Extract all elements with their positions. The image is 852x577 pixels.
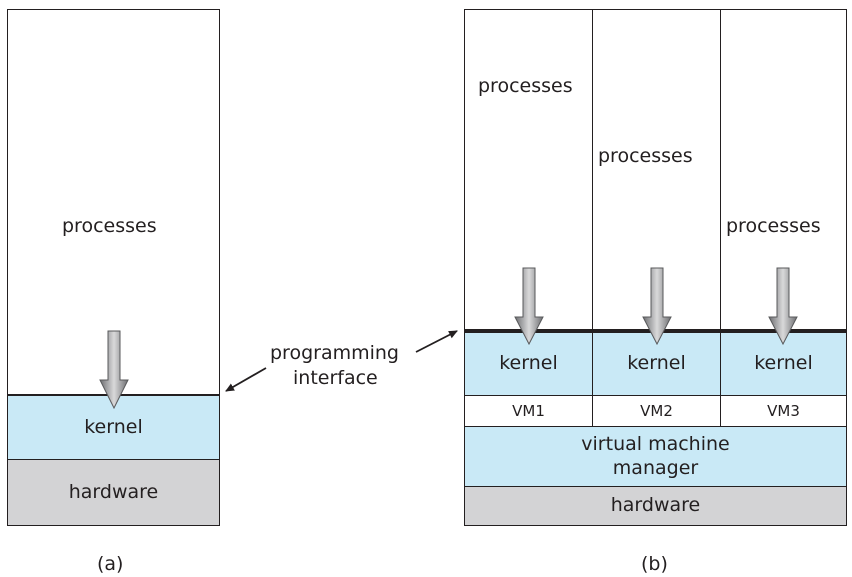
- diagram-b-processes-label-2: processes: [598, 145, 693, 167]
- programming-interface-label-line2: interface: [293, 367, 378, 389]
- diagram-b-vm-3: VM3: [720, 395, 847, 427]
- diagram-a-kernel-label: kernel: [84, 415, 143, 438]
- diagram-b-column-divider-1: [592, 9, 593, 329]
- diagram-b-hardware-label: hardware: [610, 494, 701, 517]
- diagram-b-vm-2: VM2: [592, 395, 721, 427]
- diagram-b-hardware-layer: hardware: [464, 486, 847, 526]
- diagram-b-column-divider-2: [720, 9, 721, 329]
- diagram-b-processes-label-1: processes: [478, 75, 573, 97]
- diagram-b-vm-label-1: VM1: [512, 401, 545, 420]
- diagram-b-kernel-2: kernel: [592, 329, 721, 396]
- diagram-b-vmm-label-line2: manager: [612, 456, 699, 479]
- diagram-b-processes-label-3: processes: [726, 215, 821, 237]
- diagram-b-vm-label-2: VM2: [640, 401, 673, 420]
- diagram-b-vm-1: VM1: [464, 395, 593, 427]
- diagram-b-vm-label-3: VM3: [767, 401, 800, 420]
- diagram-a-hardware-layer: hardware: [7, 459, 220, 526]
- diagram-a-caption: (a): [97, 553, 124, 575]
- diagram-a-processes-label: processes: [62, 215, 157, 237]
- programming-interface-label-line1: programming: [270, 342, 399, 364]
- pointer-arrow-icon: [225, 367, 267, 392]
- diagram-a-hardware-label: hardware: [68, 480, 159, 503]
- diagram-b-vmm-layer: virtual machine manager: [464, 426, 847, 487]
- down-arrow-icon: [768, 267, 798, 346]
- pointer-arrow-icon: [415, 330, 458, 353]
- down-arrow-icon: [642, 267, 672, 346]
- diagram-b-kernel-label-1: kernel: [499, 352, 558, 375]
- diagram-b-caption: (b): [641, 553, 668, 575]
- diagram-b-kernel-label-3: kernel: [754, 352, 813, 375]
- down-arrow-icon: [99, 330, 129, 410]
- diagram-b-vmm-label-line1: virtual machine: [581, 432, 730, 455]
- down-arrow-icon: [514, 267, 544, 346]
- diagram-b-kernel-label-2: kernel: [627, 352, 686, 375]
